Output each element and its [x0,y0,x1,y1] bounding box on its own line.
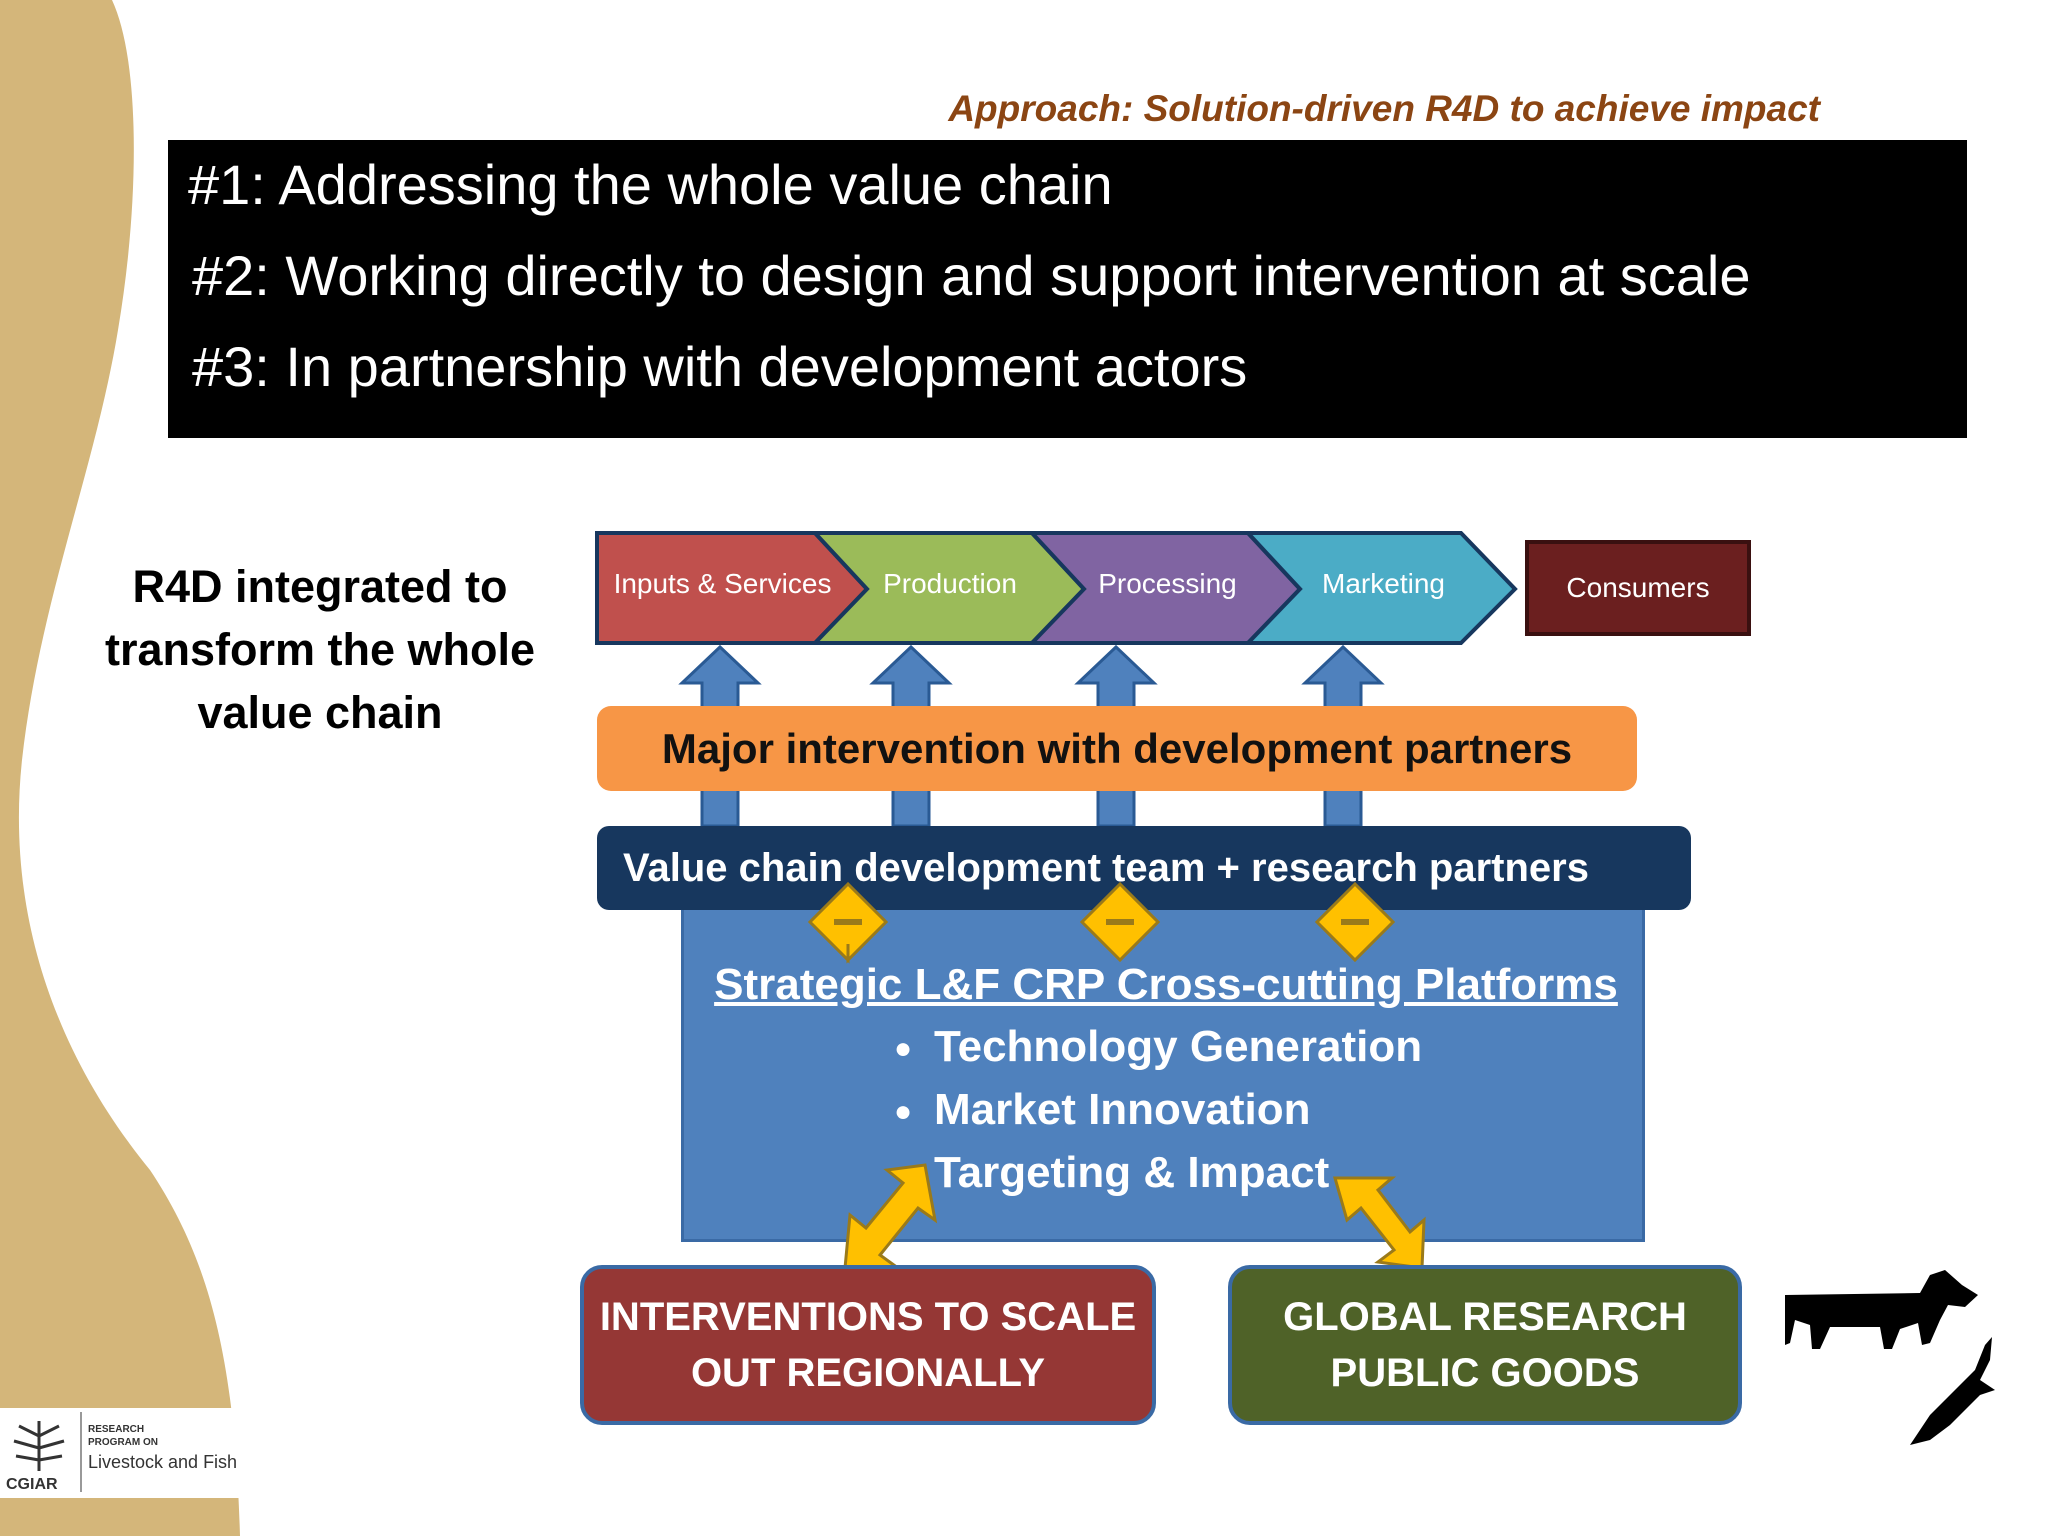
platforms-title: Strategic L&F CRP Cross-cutting Platform… [714,960,1618,1009]
side-heading-line-3: value chain [197,687,443,738]
side-heading-line-1: R4D integrated to [132,561,508,612]
logo-line-2: PROGRAM ON [88,1437,158,1448]
side-heading-line-2: transform the whole [104,624,536,675]
principle-3: #3: In partnership with development acto… [192,335,1248,398]
logo-line-3: Livestock and Fish [88,1452,238,1472]
stage-label-production: Production [883,568,1017,599]
stage-label-processing: Processing [1098,568,1237,599]
platforms-box: Strategic L&F CRP Cross-cutting Platform… [681,907,1645,1242]
cow-icon [1785,1270,1978,1349]
cgiar-logo: RESEARCH PROGRAM ON Livestock and Fish C… [0,1408,240,1498]
outcome-global-box: GLOBAL RESEARCH PUBLIC GOODS [1228,1265,1742,1425]
outcome-global-line-1: GLOBAL RESEARCH [1283,1295,1687,1339]
cgiar-emblem-icon [13,1421,65,1471]
stage-label-marketing: Marketing [1322,568,1445,599]
principles-banner: #1: Addressing the whole value chain #2:… [168,140,1967,438]
logo-org: CGIAR [6,1476,58,1493]
outcome-global-line-2: PUBLIC GOODS [1330,1351,1640,1395]
platform-item: ●Technology Generation [894,1022,1423,1071]
outcome-regional-box: INTERVENTIONS TO SCALE OUT REGIONALLY [580,1265,1156,1425]
outcome-regional-line-1: INTERVENTIONS TO SCALE [599,1295,1137,1339]
principle-2: #2: Working directly to design and suppo… [192,244,1751,307]
logo-line-1: RESEARCH [88,1424,145,1435]
consumers-box: Consumers [1525,540,1751,636]
side-wave-band [0,0,240,1536]
cow-fish-illustration [1785,1270,1995,1445]
bullet-icon: ● [894,1095,913,1129]
slide-subtitle: Approach: Solution-driven R4D to achieve… [948,88,1820,129]
diagonal-arrow-right-icon [1333,1176,1426,1270]
outcome-regional-line-2: OUT REGIONALLY [690,1351,1046,1395]
chevron-marketing [1243,531,1518,645]
diagonal-arrow-left-icon [843,1163,938,1270]
side-heading: R4D integrated to transform the whole va… [70,555,570,744]
principle-1: #1: Addressing the whole value chain [188,153,1113,216]
intervention-bar: Major intervention with development part… [597,706,1637,791]
fish-icon [1910,1337,1995,1445]
team-bar: Value chain development team + research … [597,826,1691,910]
value-chain-chevrons [595,531,1518,645]
stage-label-inputs: Inputs & Services [613,568,832,599]
platform-item: ●Market Innovation [894,1085,1311,1134]
bullet-icon: ● [894,1032,913,1066]
